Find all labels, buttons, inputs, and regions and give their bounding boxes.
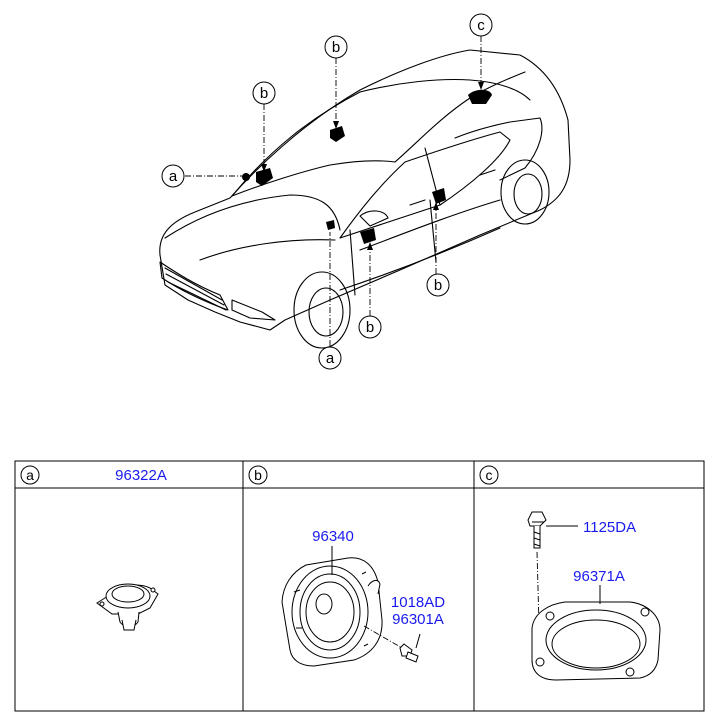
leader-screw-b	[363, 625, 403, 649]
svg-text:b: b	[434, 277, 442, 294]
speaker-location-b-roof	[330, 126, 345, 142]
speaker-location-b-front-door	[360, 228, 376, 244]
part-number-96340: 96340	[312, 528, 354, 545]
svg-text:b: b	[366, 319, 374, 336]
part-number-1125DA: 1125DA	[583, 519, 636, 536]
parts-table	[14, 460, 705, 712]
header-b: b	[248, 465, 268, 485]
svg-text:a: a	[326, 350, 335, 367]
screw-96301A-drawing	[399, 643, 419, 663]
callout-a-bottom: a	[318, 346, 342, 370]
speaker-location-b-rear-door	[432, 188, 446, 204]
svg-text:b: b	[254, 467, 262, 483]
header-c: c	[479, 465, 499, 485]
callout-b-dash: b	[252, 81, 276, 105]
part-number-96322A: 96322A	[115, 467, 167, 484]
car-illustration	[159, 49, 571, 349]
part-number-1018AD: 1018AD	[391, 594, 445, 611]
bolt-1125DA-drawing	[527, 511, 547, 549]
speaker-location-a-pillar	[326, 220, 335, 230]
callout-b-front-door: b	[358, 315, 382, 339]
callout-a-left: a	[161, 164, 185, 188]
callout-b-roof: b	[324, 35, 348, 59]
svg-text:c: c	[477, 17, 485, 34]
svg-text:c: c	[486, 467, 493, 483]
part-number-96301A: 96301A	[392, 611, 444, 628]
door-speaker-drawing	[281, 557, 383, 667]
speaker-location-b-front-dash	[256, 168, 273, 186]
svg-text:b: b	[260, 85, 268, 102]
callouts: a a b b b b c	[161, 13, 493, 370]
header-a: a 96322A	[20, 465, 167, 485]
table-header: a 96322A b c	[20, 465, 499, 485]
svg-text:b: b	[332, 39, 340, 56]
ring-bracket-96371A-drawing	[531, 601, 661, 681]
leader-lines	[185, 36, 482, 346]
callout-c-rear: c	[469, 13, 493, 37]
leader-arrowheads	[261, 82, 484, 250]
tweeter-drawing	[96, 583, 159, 631]
svg-text:a: a	[26, 467, 34, 483]
part-number-96371A: 96371A	[573, 568, 625, 585]
leader-1018AD	[415, 633, 421, 649]
tweeter-location-a	[242, 173, 250, 181]
speaker-location-c-rear	[468, 89, 492, 104]
svg-text:a: a	[169, 168, 178, 185]
callout-b-rear-door: b	[426, 273, 450, 297]
speaker-locations	[242, 89, 492, 244]
